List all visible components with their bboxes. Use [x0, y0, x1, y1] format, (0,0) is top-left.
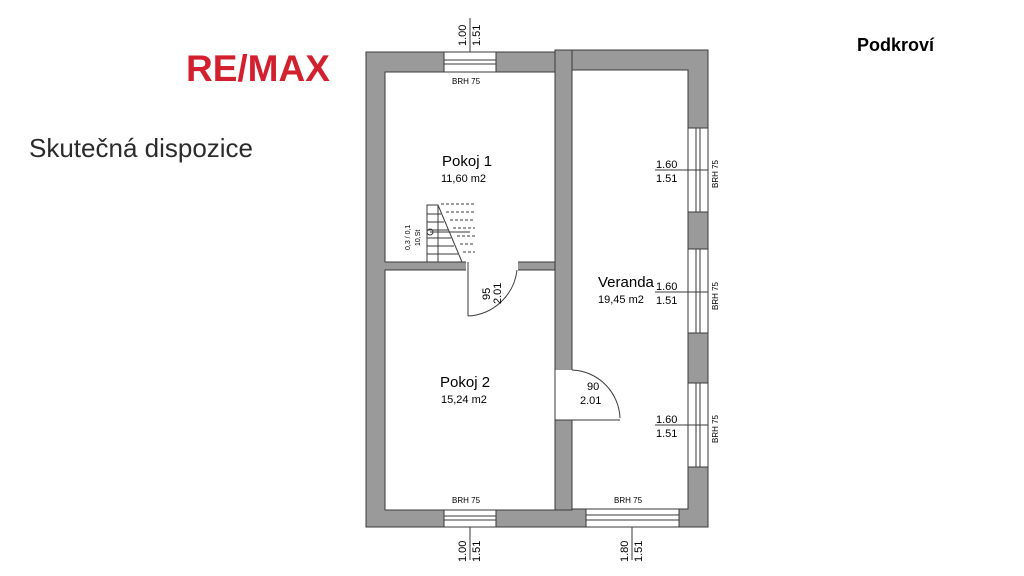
- window-top-height: 1.51: [471, 25, 483, 46]
- room-name-veranda: Veranda: [598, 274, 655, 291]
- window-bottom-left-width: 1.00: [457, 541, 469, 562]
- remax-logo: RE/MAX: [186, 48, 330, 89]
- staircase: [426, 203, 475, 263]
- window-bottom-right: [585, 508, 680, 560]
- window-right-3: [655, 382, 709, 468]
- window-right-1-height: 1.51: [656, 173, 677, 185]
- window-bottom-left-brh: BRH 75: [452, 496, 481, 505]
- stairs-label-1: 0,3 / 0,1: [405, 225, 412, 250]
- window-bottom-right-height: 1.51: [633, 541, 645, 562]
- window-right-1-brh: BRH 75: [711, 159, 720, 188]
- window-bottom-left: [443, 509, 497, 560]
- door-opening-1: [466, 261, 518, 271]
- window-right-3-brh: BRH 75: [711, 414, 720, 443]
- window-bottom-left-height: 1.51: [471, 541, 483, 562]
- door-2-width: 90: [587, 381, 599, 393]
- window-right-3-width: 1.60: [656, 414, 677, 426]
- room-name-pokoj-1: Pokoj 1: [442, 153, 492, 170]
- window-right-1-width: 1.60: [656, 159, 677, 171]
- window-bottom-right-width: 1.80: [619, 541, 631, 562]
- window-right-2-width: 1.60: [656, 281, 677, 293]
- door-1-height: 2.01: [492, 283, 504, 304]
- window-right-3-height: 1.51: [656, 428, 677, 440]
- door-2-height: 2.01: [580, 395, 601, 407]
- window-right-2: [655, 248, 709, 334]
- floor-title: Podkroví: [857, 35, 935, 55]
- window-top-width: 1.00: [457, 25, 469, 46]
- door-opening-2: [554, 370, 573, 420]
- window-bottom-right-brh: BRH 75: [614, 496, 643, 505]
- room-area-pokoj-2: 15,24 m2: [441, 394, 487, 406]
- window-right-2-brh: BRH 75: [711, 281, 720, 310]
- door-1-swing: [467, 262, 518, 317]
- subtitle: Skutečná dispozice: [29, 133, 254, 163]
- window-right-1: [655, 127, 709, 213]
- room-area-pokoj-1: 11,60 m2: [441, 173, 486, 185]
- door-1-width: 95: [481, 288, 493, 300]
- room-area-veranda: 19,45 m2: [598, 294, 644, 306]
- window-right-2-height: 1.51: [656, 295, 677, 307]
- stairs-label-2: 10,St: [415, 230, 422, 246]
- door-2-swing: [554, 369, 621, 421]
- window-top: [443, 18, 497, 73]
- room-name-pokoj-2: Pokoj 2: [440, 374, 490, 391]
- window-top-brh: BRH 75: [452, 77, 481, 86]
